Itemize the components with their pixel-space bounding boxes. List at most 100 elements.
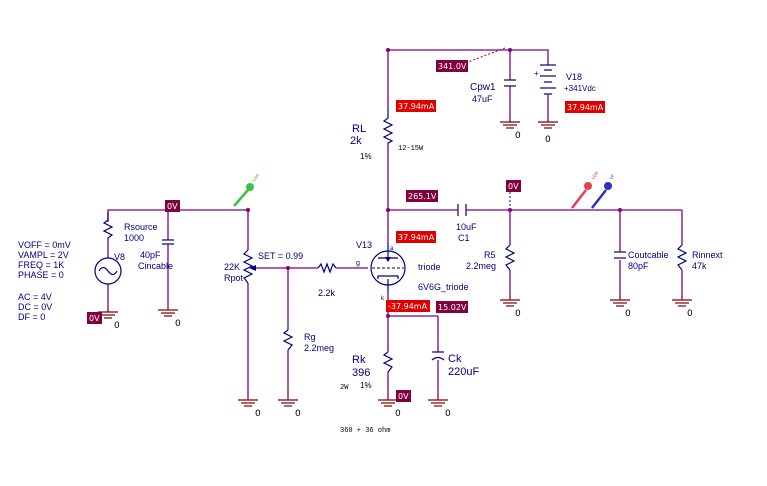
c1-value: 10uF <box>456 222 477 232</box>
ck-value: 220uF <box>448 366 479 378</box>
voltage-src-bot-text: 0V <box>89 314 100 323</box>
triode-tube[interactable] <box>370 243 406 292</box>
ground-label: 0 <box>515 309 521 319</box>
current-badge-cathode <box>386 300 430 312</box>
current-badge-v18 <box>565 101 605 113</box>
rg-resistor[interactable] <box>282 329 294 351</box>
voltage-badge-cathode <box>436 301 468 313</box>
voltage-cathode-gnd-text: 0V <box>398 392 409 401</box>
voltage-badge-src-top <box>165 200 180 212</box>
v8-label: V8 <box>114 252 125 262</box>
current-badge-plate <box>396 231 436 243</box>
grid-r-value: 2.2k <box>318 288 336 298</box>
rinnext-name: Rinnext <box>692 250 723 260</box>
ck-capacitor[interactable] <box>431 351 445 361</box>
voltage-badge-plate <box>406 190 438 202</box>
rl-resistor[interactable] <box>382 108 394 145</box>
tube-pin-k: k <box>381 296 385 302</box>
coutcable-capacitor[interactable] <box>614 251 626 259</box>
r5-name: R5 <box>484 250 496 260</box>
rl-name: RL <box>352 123 366 135</box>
svg-text:+: + <box>534 69 539 78</box>
ground-label: 0 <box>687 309 693 319</box>
rl-tol: 1% <box>360 152 372 161</box>
probe-vp-output[interactable]: VP <box>591 173 616 209</box>
ck-name: Ck <box>448 353 462 365</box>
rg-value: 2.2meg <box>304 343 334 353</box>
current-badge-rl <box>396 100 436 112</box>
voltage-supply-text: 341.0V <box>438 62 467 71</box>
rk-tol: 1% <box>360 381 372 390</box>
svg-text:AC = 4V: AC = 4V <box>18 292 52 302</box>
current-rl-text: 37.94mA <box>398 102 435 111</box>
coutcable-value: 80pF <box>628 261 649 271</box>
tube-name: V13 <box>356 240 372 250</box>
cpw-value: 47uF <box>472 94 493 104</box>
pot-name: Rpot <box>224 273 244 283</box>
v18-battery[interactable]: + <box>534 64 556 100</box>
voltage-badge-src-bot <box>87 312 102 324</box>
rsource-value: 1000 <box>124 233 144 243</box>
grid-pin-label: g <box>356 260 360 267</box>
r5-resistor[interactable] <box>504 244 516 271</box>
svg-text:VDB: VDB <box>252 172 261 182</box>
ground-label: 0 <box>625 309 631 319</box>
rsource-resistor[interactable] <box>102 212 114 240</box>
voltage-badge-output <box>506 180 521 192</box>
coutcable-name: Coutcable <box>628 250 669 260</box>
svg-text:VP: VP <box>609 173 616 180</box>
ground-label: 0 <box>545 135 551 145</box>
v18-name: V18 <box>566 72 582 82</box>
tube-pin-a: a <box>390 246 394 252</box>
ground-label: 0 <box>515 131 521 141</box>
rinnext-resistor[interactable] <box>676 244 688 271</box>
ground-label: 0 <box>175 319 181 329</box>
svg-text:VDB: VDB <box>591 170 600 180</box>
wires <box>107 49 683 398</box>
svg-text:PHASE = 0: PHASE = 0 <box>18 270 64 280</box>
probe-stub-top <box>467 47 506 63</box>
rk-resistor[interactable] <box>382 351 394 373</box>
cpw1-capacitor[interactable] <box>504 79 516 90</box>
voltage-cathode-text: 15.02V <box>438 303 467 312</box>
rk-power: 2W <box>340 384 349 392</box>
probe-vdb-output[interactable]: VDB <box>571 170 600 209</box>
cpw-name: Cpw1 <box>470 82 496 93</box>
cathode-note: 360 + 36 ohm <box>340 427 390 435</box>
c1-name: C1 <box>458 233 470 243</box>
pot-resistor[interactable] <box>242 249 254 284</box>
svg-text:DF = 0: DF = 0 <box>18 312 45 322</box>
rk-name: Rk <box>352 354 366 366</box>
v18-value: +341Vdc <box>564 84 596 93</box>
ground-label: 0 <box>255 409 261 419</box>
rl-power: 12-15W <box>398 145 424 153</box>
cincable-capacitor[interactable] <box>162 239 174 252</box>
cincable-value: 40pF <box>140 250 161 260</box>
probe-vdb-input[interactable]: VDB <box>233 172 261 207</box>
c1-capacitor[interactable] <box>455 204 470 216</box>
current-plate-text: 37.94mA <box>398 233 435 242</box>
voltage-output-text: 0V <box>508 182 519 191</box>
svg-text:FREQ = 1K: FREQ = 1K <box>18 260 64 270</box>
voltage-badge-supply <box>436 60 468 72</box>
rg-name: Rg <box>304 332 316 342</box>
ground-label: 0 <box>114 321 120 331</box>
voltage-plate-text: 265.1V <box>408 192 437 201</box>
tube-label1: triode <box>418 262 441 272</box>
pot-set: SET = 0.99 <box>258 251 303 261</box>
svg-text:VAMPL = 2V: VAMPL = 2V <box>18 250 69 260</box>
current-cathode-text: -37.94mA <box>388 302 428 311</box>
tube-label2: 6V6G_triode <box>418 282 469 292</box>
grid-resistor[interactable] <box>317 262 337 274</box>
rsource-name: Rsource <box>124 222 158 232</box>
svg-text:VOFF = 0mV: VOFF = 0mV <box>18 240 71 250</box>
cincable-name: Cincable <box>138 261 173 271</box>
current-v18-text: 37.94mA <box>567 103 604 112</box>
v8-source[interactable] <box>94 257 122 285</box>
rl-value: 2k <box>350 135 362 147</box>
rk-value: 396 <box>352 367 370 379</box>
source-params: VOFF = 0mV VAMPL = 2V FREQ = 1K PHASE = … <box>18 240 71 322</box>
ground-label: 0 <box>445 409 451 419</box>
